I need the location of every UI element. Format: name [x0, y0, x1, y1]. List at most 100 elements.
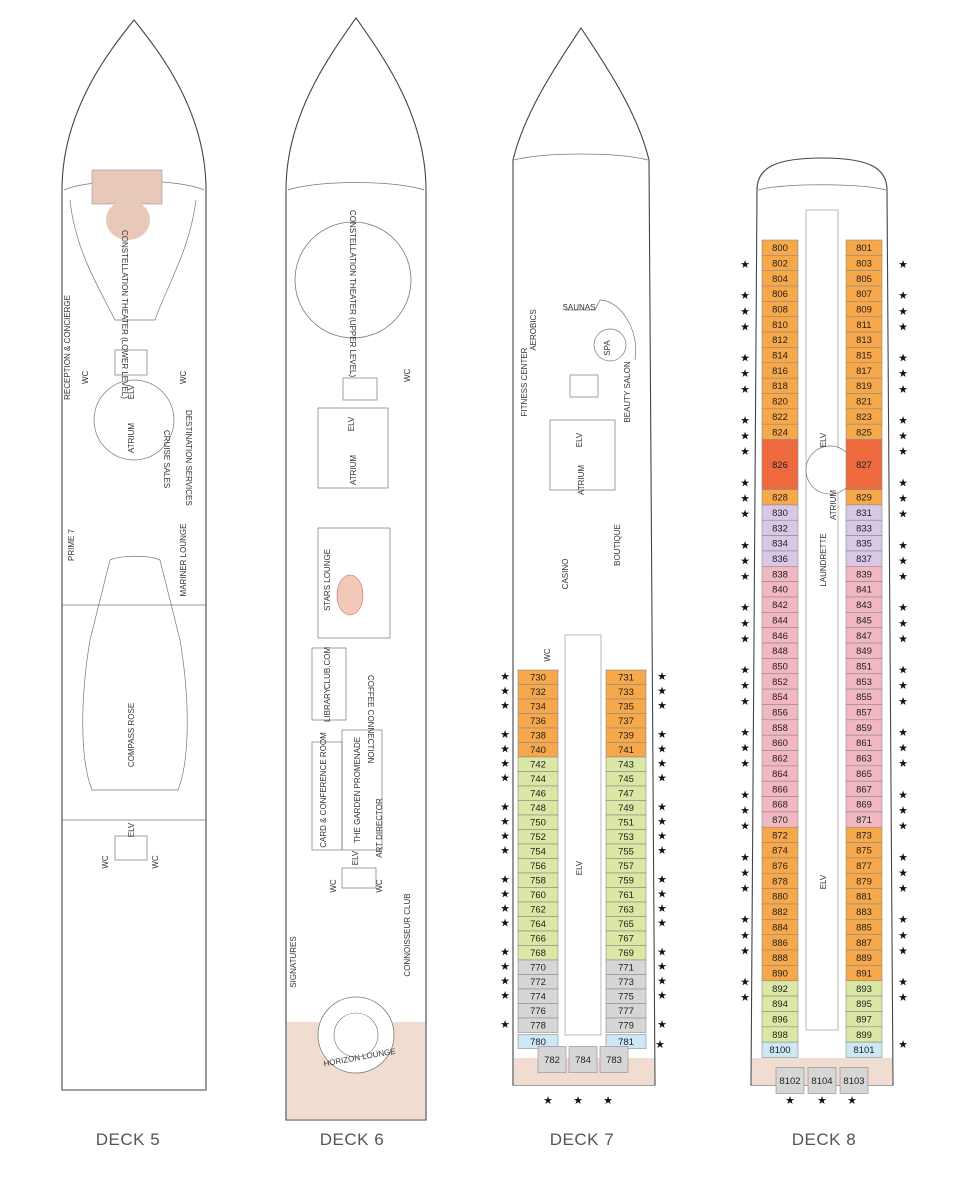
cabin-number: 898 — [772, 1030, 788, 1041]
cabin-number: 836 — [772, 554, 788, 565]
cabin-number: 817 — [856, 366, 872, 377]
cabin-number: 778 — [530, 1021, 546, 1032]
cabin-number: 855 — [856, 692, 872, 703]
balcony-star-icon: ★ — [740, 477, 750, 489]
balcony-star-icon: ★ — [898, 571, 908, 583]
deck-6-label: CONNOISSEUR CLUB — [403, 893, 412, 976]
deck-7-label: CASINO — [561, 559, 570, 590]
cabin-number: 760 — [530, 890, 546, 901]
balcony-star-icon: ★ — [657, 874, 667, 886]
deck-5-label: ELV — [127, 384, 136, 399]
cabin-number: 829 — [856, 493, 872, 504]
cabin-number: 828 — [772, 493, 788, 504]
cabin-number: 744 — [530, 774, 546, 785]
cabin-8102 — [775, 1067, 805, 1094]
balcony-star-icon: ★ — [657, 889, 667, 901]
balcony-star-icon: ★ — [898, 477, 908, 489]
cabin-number: 853 — [856, 677, 872, 688]
cabin-number: 783 — [606, 1055, 622, 1066]
cabin-number: 823 — [856, 412, 872, 423]
cabin-number: 757 — [618, 861, 634, 872]
balcony-star-icon: ★ — [740, 883, 750, 895]
deck-6-label: SIGNATURES — [289, 936, 298, 987]
deck-7-bow-line — [513, 153, 649, 161]
cabin-number: 865 — [856, 769, 872, 780]
cabin-number: 874 — [772, 846, 788, 857]
deck-6-label: THE GARDEN PROMENADE — [353, 737, 362, 843]
cabin-number: 746 — [530, 789, 546, 800]
balcony-star-icon: ★ — [500, 990, 510, 1002]
cabin-number: 841 — [856, 585, 872, 596]
balcony-star-icon: ★ — [657, 947, 667, 959]
deck-7-label: FITNESS CENTER — [520, 347, 529, 416]
deck-5-label: WC — [179, 370, 188, 384]
cabin-number: 734 — [530, 702, 546, 713]
balcony-star-icon: ★ — [898, 789, 908, 801]
deck-6-label: LIBRARY — [323, 687, 332, 722]
deck-5-label: ATRIUM — [127, 423, 136, 453]
balcony-star-icon: ★ — [740, 758, 750, 770]
balcony-star-icon: ★ — [655, 1039, 665, 1051]
cabin-number: 838 — [772, 569, 788, 580]
cabin-number: 753 — [618, 832, 634, 843]
cabin-number: 830 — [772, 508, 788, 519]
deck-7-name: DECK 7 — [550, 1130, 614, 1149]
cabin-number: 869 — [856, 800, 872, 811]
deck-6-label: ELV — [347, 416, 356, 431]
balcony-star-icon: ★ — [898, 883, 908, 895]
balcony-star-icon: ★ — [898, 930, 908, 942]
cabin-number: 852 — [772, 677, 788, 688]
deck-7-label: ELV — [575, 860, 584, 875]
balcony-star-icon: ★ — [898, 353, 908, 365]
balcony-star-icon: ★ — [657, 903, 667, 915]
cabin-number: 737 — [618, 716, 634, 727]
balcony-star-icon: ★ — [740, 992, 750, 1004]
balcony-star-icon: ★ — [740, 977, 750, 989]
cabin-number: 733 — [618, 687, 634, 698]
cabin-number: 825 — [856, 427, 872, 438]
deck-6-stairs — [342, 377, 378, 401]
balcony-star-icon: ★ — [657, 729, 667, 741]
cabin-number: 819 — [856, 381, 872, 392]
cabin-number: 751 — [618, 818, 634, 829]
balcony-star-icon: ★ — [543, 1095, 553, 1107]
balcony-star-icon: ★ — [573, 1095, 583, 1107]
cabin-number: 895 — [856, 999, 872, 1010]
cabin-number: 759 — [618, 876, 634, 887]
cabin-number: 769 — [618, 948, 634, 959]
balcony-star-icon: ★ — [898, 368, 908, 380]
deck-5-label: DESTINATION SERVICES — [184, 410, 193, 506]
cabin-number: 831 — [856, 508, 872, 519]
balcony-star-icon: ★ — [898, 805, 908, 817]
balcony-star-icon: ★ — [740, 618, 750, 630]
balcony-star-icon: ★ — [500, 831, 510, 843]
deck-6-label: COFFEE CONNECTION — [366, 675, 375, 764]
cabin-778 — [517, 1017, 559, 1033]
cabin-number: 735 — [618, 702, 634, 713]
deck-6-promenade — [341, 729, 383, 851]
balcony-star-icon: ★ — [898, 306, 908, 318]
cabin-number: 809 — [856, 304, 872, 315]
balcony-star-icon: ★ — [740, 945, 750, 957]
cabin-number: 807 — [856, 289, 872, 300]
cabin-number: 767 — [618, 934, 634, 945]
balcony-star-icon: ★ — [740, 852, 750, 864]
cabin-number: 840 — [772, 585, 788, 596]
deck-8-bow-line — [757, 184, 887, 191]
balcony-star-icon: ★ — [500, 758, 510, 770]
deck-6-label: ATRIUM — [349, 455, 358, 485]
deck-7-label: BOUTIQUE — [613, 524, 622, 566]
balcony-star-icon: ★ — [785, 1095, 795, 1107]
cabin-number: 804 — [772, 274, 788, 285]
cabin-number: 806 — [772, 289, 788, 300]
balcony-star-icon: ★ — [898, 321, 908, 333]
cabin-number: 822 — [772, 412, 788, 423]
cabin-779 — [605, 1017, 647, 1033]
balcony-star-icon: ★ — [500, 773, 510, 785]
cabin-number: 772 — [530, 977, 546, 988]
cabin-number: 896 — [772, 1015, 788, 1026]
balcony-star-icon: ★ — [740, 555, 750, 567]
